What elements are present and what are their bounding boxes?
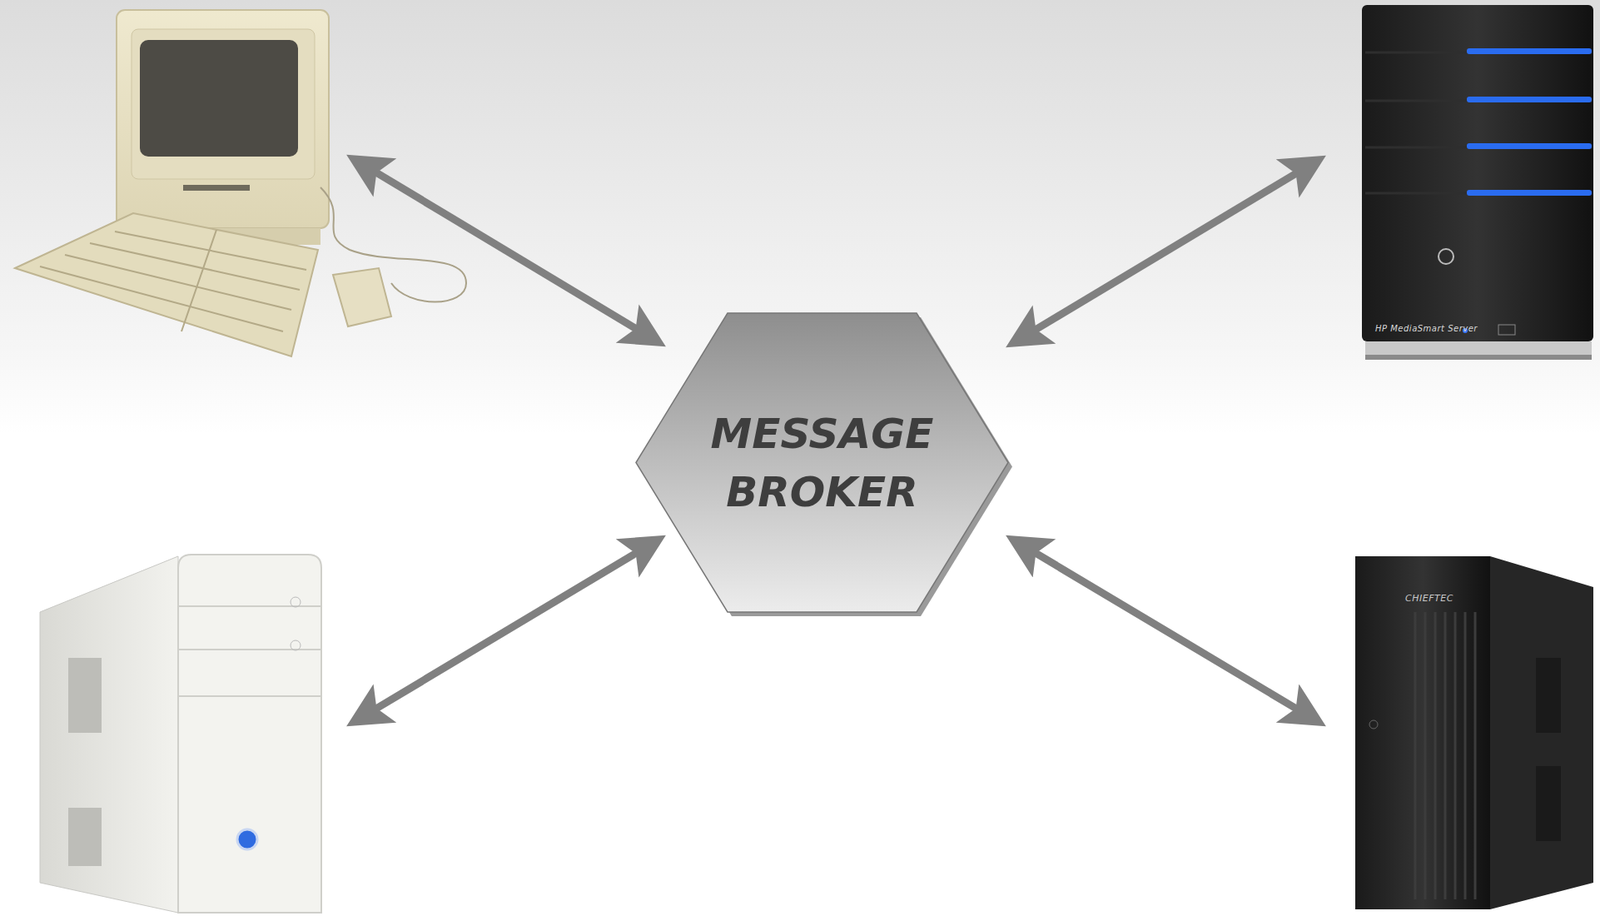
hexagon-shape — [636, 313, 1015, 619]
device-model: HP MediaSmart Server — [1375, 323, 1478, 333]
double-arrows — [357, 161, 1315, 720]
node-title: MESSAGE BROKER — [701, 404, 944, 522]
desktop-tower — [1355, 556, 1594, 910]
server-tower — [1361, 4, 1594, 360]
desktop-tower — [39, 554, 322, 913]
retro-computer — [14, 9, 467, 357]
broker-hexagon: MESSAGE BROKER — [636, 313, 1009, 612]
brand-name: CHIEFTEC — [1405, 592, 1454, 604]
